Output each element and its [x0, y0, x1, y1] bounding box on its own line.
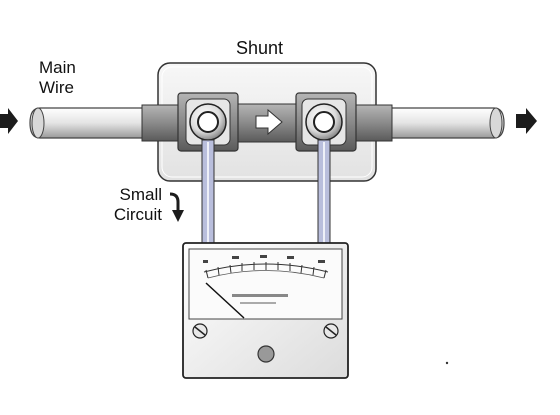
main-wire-label-line1: Main	[39, 58, 76, 77]
small-circuit-label: Small Circuit	[104, 185, 162, 225]
small-circuit-leads	[201, 139, 331, 249]
small-circuit-label-line1: Small	[119, 185, 162, 204]
flow-arrow-left-icon	[0, 108, 18, 134]
meter-zero-adjust-knob	[257, 345, 275, 363]
main-wire-label-line2: Wire	[39, 78, 74, 97]
left-terminal	[177, 92, 239, 152]
small-circuit-label-line2: Circuit	[113, 205, 162, 224]
main-wire-left	[29, 104, 183, 142]
main-wire-label: Main Wire	[39, 58, 76, 98]
flow-arrow-right-icon	[516, 108, 537, 134]
main-wire-right	[351, 104, 505, 142]
right-terminal	[295, 92, 357, 152]
small-circuit-arrow-icon	[169, 192, 184, 222]
meter-screw-right	[323, 323, 339, 339]
shunt-label: Shunt	[236, 38, 284, 58]
meter-needle	[205, 282, 245, 319]
meter-screw-left	[192, 323, 208, 339]
meter	[182, 242, 349, 379]
meter-scale	[203, 255, 329, 304]
current-direction-arrow-icon	[255, 108, 283, 136]
